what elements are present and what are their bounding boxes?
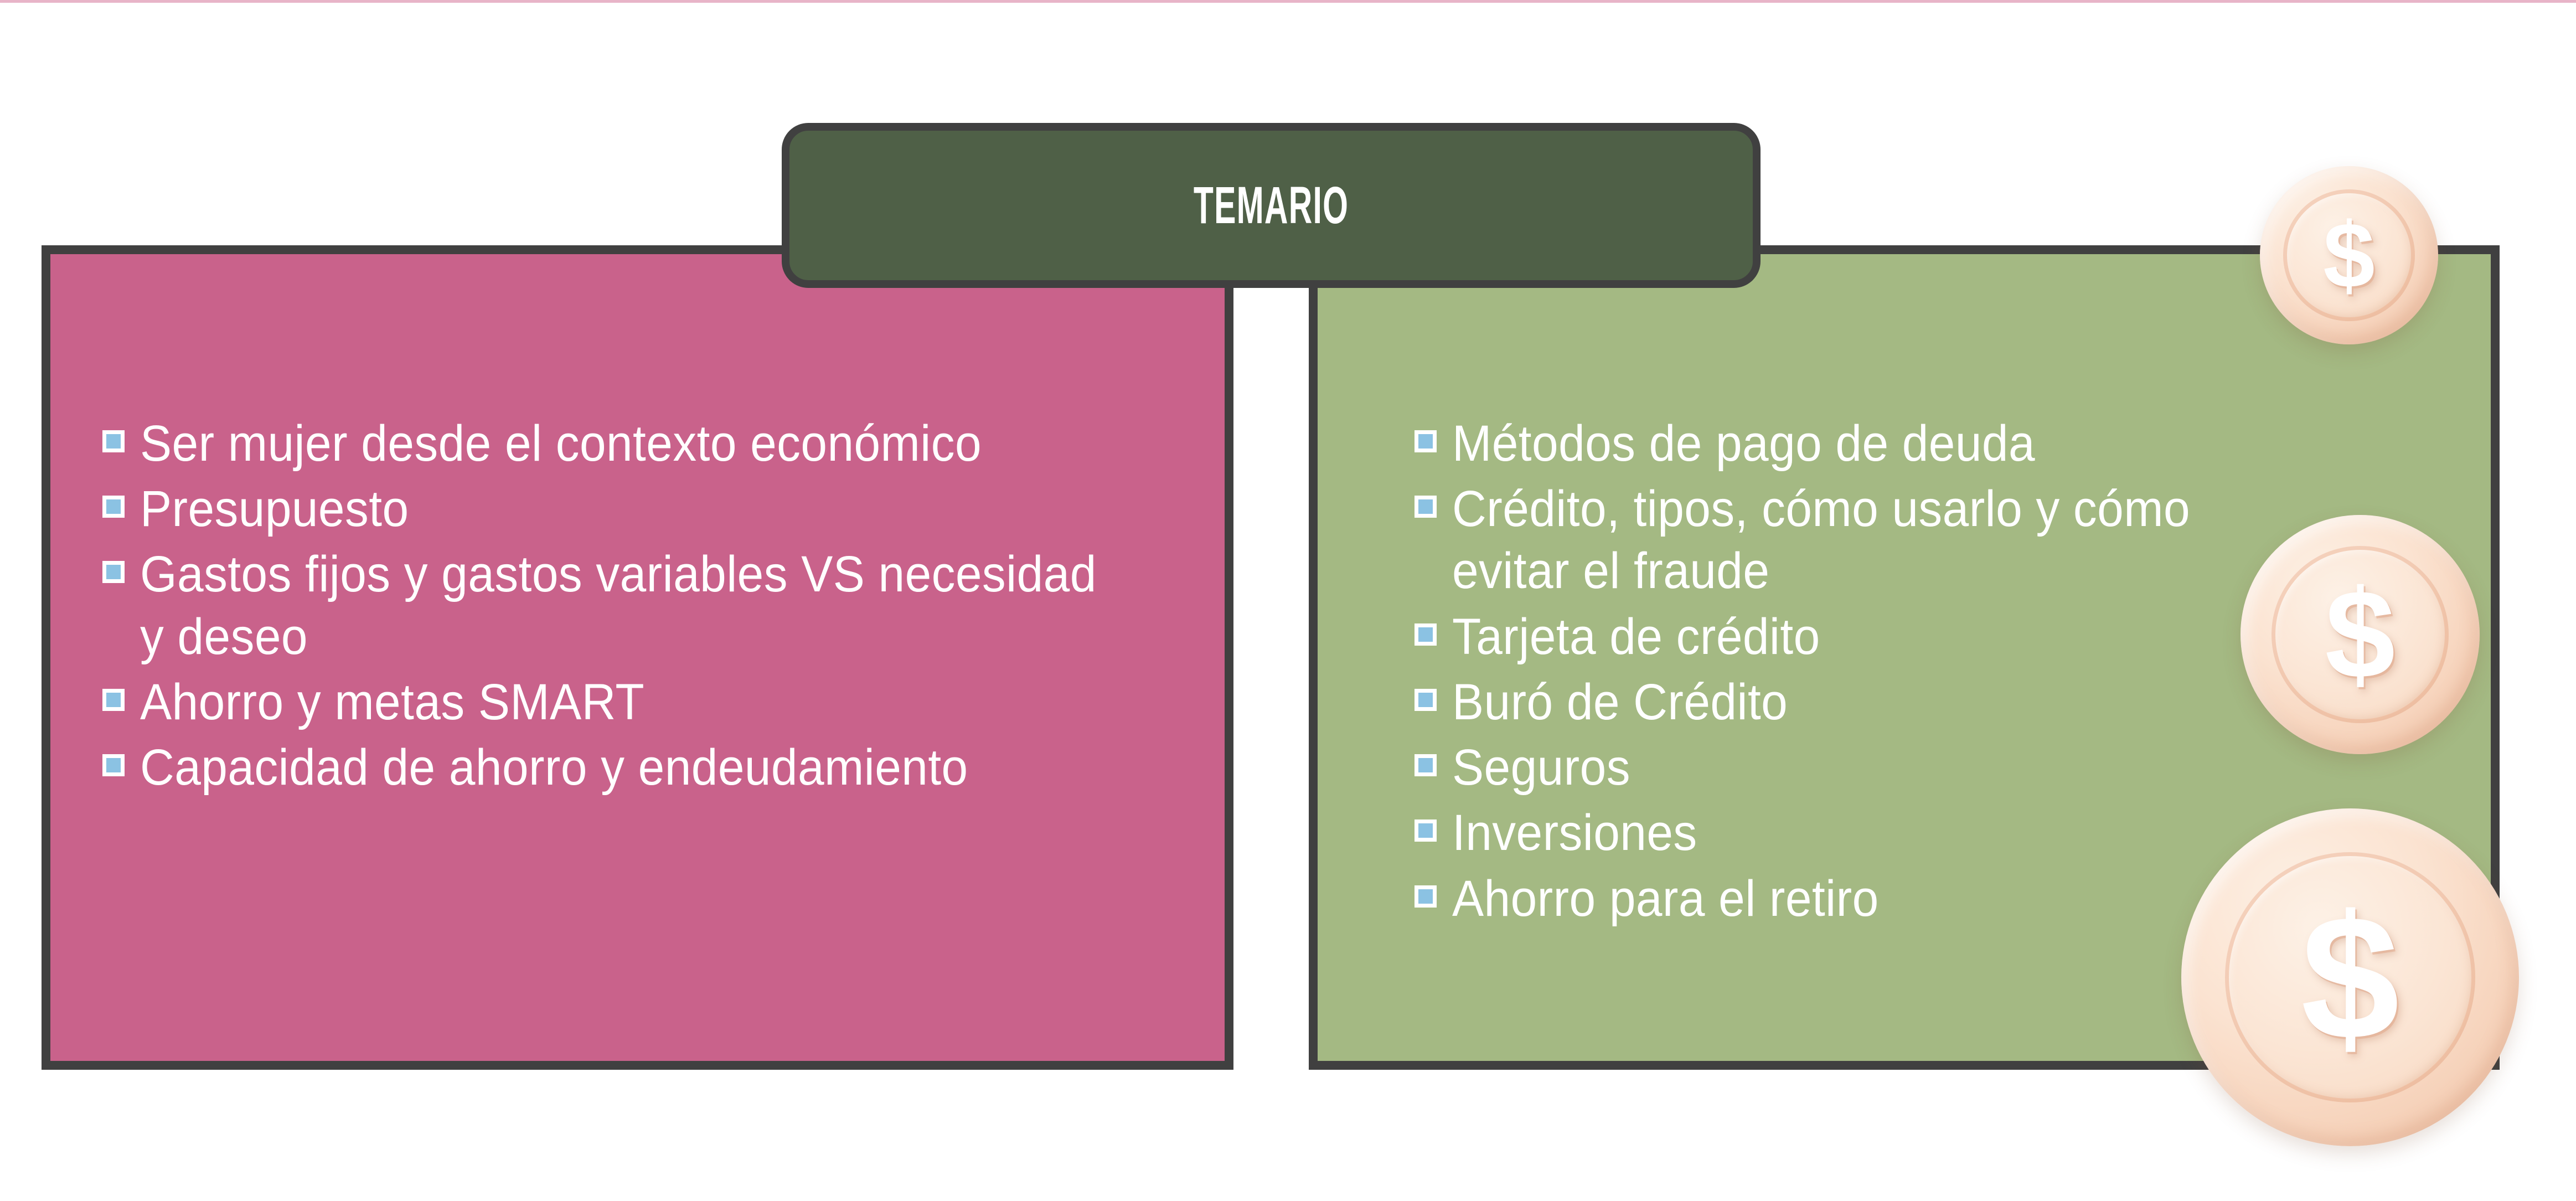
list-item: Inversiones — [1415, 802, 2278, 864]
list-item-label: Gastos fijos y gastos variables VS neces… — [140, 546, 1097, 665]
list-item: Ahorro para el retiro — [1415, 868, 2278, 930]
list-item-label: Capacidad de ahorro y endeudamiento — [140, 739, 968, 796]
bullet-square-icon — [102, 688, 125, 711]
dollar-coin-icon: $ — [2181, 808, 2519, 1146]
bullet-square-icon — [1415, 688, 1437, 711]
bullet-square-icon — [102, 561, 125, 584]
coin-inner-ring: $ — [2225, 852, 2475, 1102]
list-item: Presupuesto — [102, 478, 1188, 540]
bullet-square-icon — [1415, 885, 1437, 908]
bullet-square-icon — [102, 496, 125, 518]
topic-list-right: Métodos de pago de deuda Crédito, tipos,… — [1415, 413, 2278, 933]
dollar-sign-glyph: $ — [2301, 878, 2399, 1076]
list-item: Capacidad de ahorro y endeudamiento — [102, 736, 1188, 798]
dollar-sign-glyph: $ — [2323, 203, 2375, 307]
list-item: Gastos fijos y gastos variables VS neces… — [102, 543, 1188, 667]
topic-panel-left — [42, 245, 1233, 1070]
list-item-label: Ser mujer desde el contexto económico — [140, 415, 982, 472]
list-item-label: Métodos de pago de deuda — [1452, 415, 2036, 472]
bullet-square-icon — [1415, 754, 1437, 777]
bullet-square-icon — [1415, 496, 1437, 518]
temario-header-banner: TEMARIO — [782, 123, 1761, 288]
list-item-label: Tarjeta de crédito — [1452, 608, 1820, 665]
list-item-label: Ahorro y metas SMART — [140, 673, 645, 730]
list-item: Tarjeta de crédito — [1415, 606, 2278, 668]
bullet-square-icon — [102, 430, 125, 452]
top-accent-rule — [0, 0, 2576, 3]
list-item-label: Ahorro para el retiro — [1452, 870, 1879, 927]
bullet-square-icon — [1415, 430, 1437, 452]
list-item-label: Seguros — [1452, 739, 1630, 796]
list-item-label: Buró de Crédito — [1452, 673, 1788, 730]
list-item: Ser mujer desde el contexto económico — [102, 413, 1188, 475]
dollar-coin-icon: $ — [2241, 515, 2480, 754]
topic-list-left: Ser mujer desde el contexto económico Pr… — [102, 413, 1188, 802]
list-item-label: Crédito, tipos, cómo usarlo y cómo evita… — [1452, 481, 2191, 600]
page-title: TEMARIO — [1193, 176, 1349, 235]
list-item-label: Inversiones — [1452, 805, 1697, 862]
coin-inner-ring: $ — [2283, 189, 2415, 322]
bullet-square-icon — [1415, 819, 1437, 842]
list-item: Buró de Crédito — [1415, 671, 2278, 733]
coin-inner-ring: $ — [2272, 546, 2449, 723]
list-item: Crédito, tipos, cómo usarlo y cómo evita… — [1415, 478, 2278, 602]
dollar-sign-glyph: $ — [2325, 564, 2396, 705]
list-item: Ahorro y metas SMART — [102, 671, 1188, 733]
list-item: Métodos de pago de deuda — [1415, 413, 2278, 475]
list-item: Seguros — [1415, 736, 2278, 798]
list-item-label: Presupuesto — [140, 481, 409, 538]
bullet-square-icon — [102, 754, 125, 777]
dollar-coin-icon: $ — [2260, 166, 2438, 344]
bullet-square-icon — [1415, 623, 1437, 646]
